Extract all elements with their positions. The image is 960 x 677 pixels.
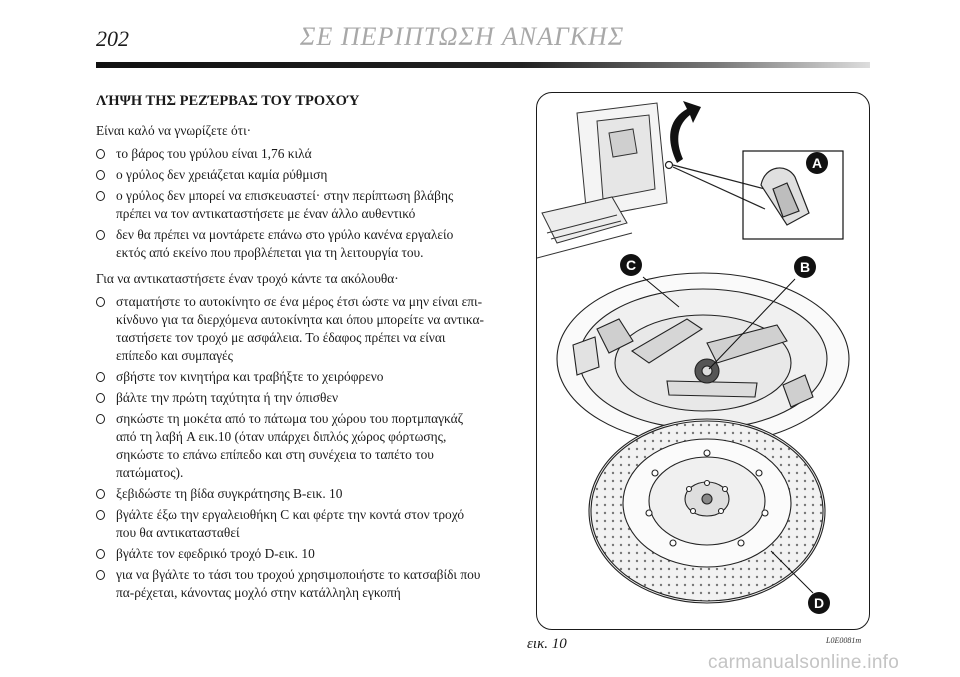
callout-d xyxy=(808,592,830,614)
list-item: σβήστε τον κινητήρα και τραβήξτε το χειρ… xyxy=(96,368,486,386)
list-item: ο γρύλος δεν μπορεί να επισκευαστεί· στη… xyxy=(96,187,486,223)
article-body: ΛΉΨΗ ΤΗΣ ΡΕΖΈΡΒΑΣ ΤΟΥ ΤΡΟΧΟΎ Είναι καλό … xyxy=(96,92,486,610)
watermark-text: carmanualsonline.info xyxy=(708,652,900,673)
section-header: ΣΕ ΠΕΡΙΠΤΩΣΗ ΑΝΑΓΚΗΣ xyxy=(300,22,625,51)
header-rule xyxy=(96,62,870,68)
intro-text-1: Είναι καλό να γνωρίζετε ότι· xyxy=(96,123,252,138)
callout-a-label: A xyxy=(812,155,822,171)
callout-c-label: C xyxy=(626,257,636,273)
carpet-handle xyxy=(664,150,844,240)
list-item: βγάλτε έξω την εργαλειοθήκη C και φέρτε … xyxy=(96,506,486,542)
callout-b-label: B xyxy=(800,259,810,275)
list-item: ο γρύλος δεν χρειάζεται καμία ρύθμιση xyxy=(96,166,486,184)
callout-d-label: D xyxy=(814,595,824,611)
list-item: ξεβιδώστε τη βίδα συγκράτησης B-εικ. 10 xyxy=(96,485,486,503)
leader-line-b xyxy=(708,278,796,370)
spare-wheel xyxy=(588,418,826,604)
list-item: για να βγάλτε το τάσι του τροχού χρησιμο… xyxy=(96,566,486,602)
list-item: βάλτε την πρώτη ταχύτητα ή την όπισθεν xyxy=(96,389,486,407)
spare-wheel-drawing: A C B xyxy=(537,101,850,614)
page-number: 202 xyxy=(96,26,129,51)
figure-caption: εικ. 10 xyxy=(527,636,567,652)
leader-line-d xyxy=(770,550,814,594)
callout-b xyxy=(794,256,816,278)
leader-line-c xyxy=(642,276,680,308)
bullet-list-2: σταματήστε το αυτοκίνητο σε ένα μέρος έτ… xyxy=(96,293,486,602)
list-item: βγάλτε τον εφεδρικό τροχό D-εικ. 10 xyxy=(96,545,486,563)
tool-tray xyxy=(556,272,850,446)
figure-illustration: A C B xyxy=(536,92,870,630)
callout-a xyxy=(806,152,828,174)
section-title: ΛΉΨΗ ΤΗΣ ΡΕΖΈΡΒΑΣ ΤΟΥ ΤΡΟΧΟΎ xyxy=(96,93,360,109)
lift-arrow-icon xyxy=(670,101,701,163)
list-item: δεν θα πρέπει να μοντάρετε επάνω στο γρύ… xyxy=(96,226,486,262)
trunk-floor-detail xyxy=(537,102,668,259)
callout-c xyxy=(620,254,642,276)
list-item: σηκώστε τη μοκέτα από το πάτωμα του χώρο… xyxy=(96,410,486,482)
bullet-list-1: το βάρος του γρύλου είναι 1,76 κιλά ο γρ… xyxy=(96,145,486,262)
list-item: το βάρος του γρύλου είναι 1,76 κιλά xyxy=(96,145,486,163)
list-item: σταματήστε το αυτοκίνητο σε ένα μέρος έτ… xyxy=(96,293,486,365)
intro-text-2: Για να αντικαταστήσετε έναν τροχό κάντε … xyxy=(96,271,399,286)
figure-code: L0E0081m xyxy=(826,636,862,645)
